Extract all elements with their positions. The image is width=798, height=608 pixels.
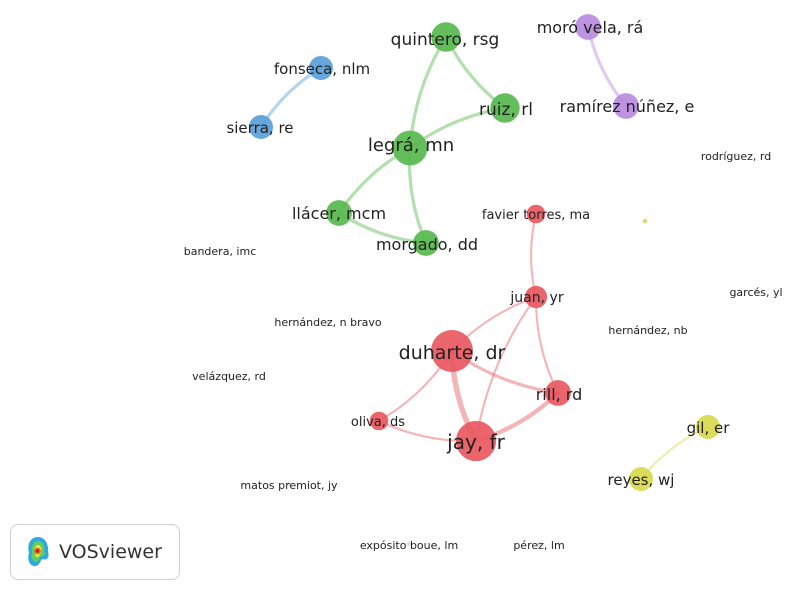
node-moro[interactable] bbox=[575, 14, 601, 40]
edge-moro-ramirez bbox=[586, 25, 628, 108]
node-label-favier[interactable]: favier torres, ma bbox=[482, 208, 590, 223]
node-legra[interactable] bbox=[392, 130, 428, 166]
node-label-rodriguez[interactable]: rodríguez, rd bbox=[701, 150, 771, 163]
node-label-velazquez[interactable]: velázquez, rd bbox=[192, 370, 266, 383]
node-label-morgado[interactable]: morgado, dd bbox=[376, 235, 478, 254]
node-label-sierra[interactable]: sierra, re bbox=[226, 119, 293, 137]
vosviewer-heatmap-icon bbox=[28, 537, 49, 566]
node-reyes[interactable] bbox=[629, 467, 653, 491]
node-matos[interactable] bbox=[286, 481, 292, 487]
node-label-ramirez[interactable]: ramírez núñez, e bbox=[560, 97, 695, 116]
node-label-garces[interactable]: garcés, yl bbox=[729, 286, 782, 299]
node-oliva[interactable] bbox=[369, 411, 389, 431]
node-bandera[interactable] bbox=[217, 247, 223, 253]
node-juan[interactable] bbox=[524, 285, 548, 309]
node-perez[interactable] bbox=[536, 541, 542, 547]
node-llacer[interactable] bbox=[326, 200, 352, 226]
node-label-exposito[interactable]: expósito boue, lm bbox=[360, 539, 458, 552]
label-layer: quintero, rsg ruiz, rl legrá, mn llácer, mc… bbox=[184, 18, 783, 552]
node-label-juan[interactable]: juan, yr bbox=[509, 290, 563, 306]
logo-text: VOSviewer bbox=[59, 541, 162, 563]
node-quintero[interactable] bbox=[431, 22, 461, 52]
node-label-ruiz[interactable]: ruiz, rl bbox=[479, 100, 533, 120]
node-favier[interactable] bbox=[526, 204, 546, 224]
node-label-fonseca[interactable]: fonseca, nlm bbox=[274, 60, 370, 78]
node-label-gil[interactable]: gil, er bbox=[687, 419, 731, 437]
node-ruiz[interactable] bbox=[490, 93, 520, 123]
node-label-jay[interactable]: jay, fr bbox=[446, 430, 505, 454]
node-rodriguez[interactable] bbox=[733, 152, 739, 158]
node-label-oliva[interactable]: oliva, ds bbox=[351, 415, 405, 430]
node-ramirez[interactable] bbox=[613, 93, 639, 119]
node-label-perez[interactable]: pérez, lm bbox=[513, 539, 564, 552]
node-sierra[interactable] bbox=[249, 115, 273, 139]
edge-juan-rill bbox=[534, 295, 560, 395]
edge-quintero-legra bbox=[408, 35, 448, 150]
node-label-moro[interactable]: moró vela, rá bbox=[537, 18, 644, 37]
node-label-duharte[interactable]: duharte, dr bbox=[399, 342, 506, 364]
edge-layer bbox=[259, 25, 710, 481]
node-label-bandera[interactable]: bandera, imc bbox=[184, 245, 257, 258]
node-duharte[interactable] bbox=[431, 330, 473, 372]
node-label-llacer[interactable]: llácer, mcm bbox=[292, 204, 386, 223]
node-rill[interactable] bbox=[545, 380, 571, 406]
node-label-matos[interactable]: matos premiot, jy bbox=[240, 479, 338, 492]
node-exposito[interactable] bbox=[406, 541, 412, 547]
node-velazquez[interactable] bbox=[226, 372, 232, 378]
node-isolated_dot[interactable] bbox=[642, 218, 648, 224]
node-hernandez_nbravo[interactable] bbox=[325, 319, 331, 325]
node-label-rill[interactable]: rill, rd bbox=[536, 385, 583, 404]
node-fonseca[interactable] bbox=[309, 56, 333, 80]
node-layer bbox=[217, 14, 759, 547]
node-morgado[interactable] bbox=[413, 230, 439, 256]
node-jay[interactable] bbox=[455, 420, 497, 462]
node-label-hernandez_nbravo[interactable]: hernández, n bravo bbox=[274, 316, 381, 329]
node-label-hernandez_nb[interactable]: hernández, nb bbox=[608, 324, 687, 337]
node-label-legra[interactable]: legrá, mn bbox=[368, 135, 454, 156]
node-gil[interactable] bbox=[696, 415, 720, 439]
node-label-quintero[interactable]: quintero, rsg bbox=[391, 30, 500, 50]
node-hernandez_nb[interactable] bbox=[645, 326, 651, 332]
vosviewer-logo: VOSviewer bbox=[10, 524, 180, 580]
node-label-reyes[interactable]: reyes, wj bbox=[608, 471, 675, 489]
node-garces[interactable] bbox=[753, 288, 759, 294]
edge-favier-juan bbox=[529, 212, 538, 299]
